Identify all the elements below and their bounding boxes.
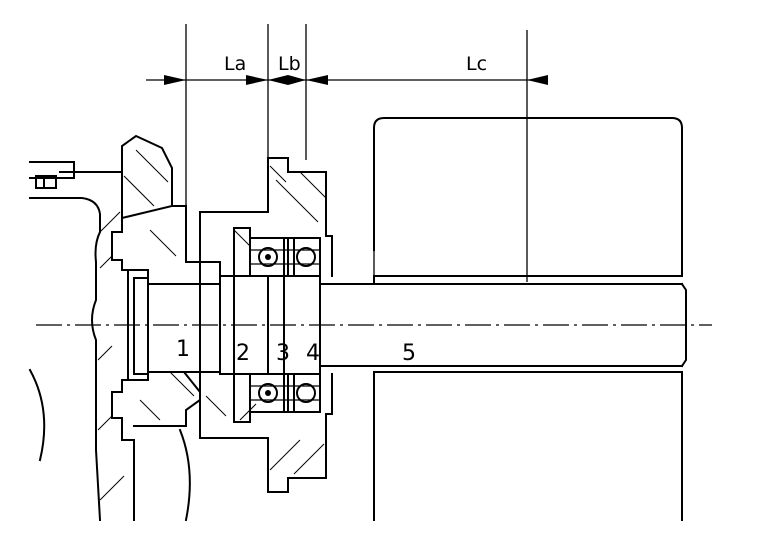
bearing-lower <box>249 373 321 413</box>
dim-arrow-la-left <box>164 75 186 85</box>
dim-label-lc: Lc <box>466 53 487 75</box>
dim-arrow-lc-left <box>306 75 328 85</box>
dim-label-la: La <box>224 53 246 75</box>
left-casing <box>28 134 221 522</box>
dimension-line <box>146 75 548 85</box>
dim-arrow-lb-left <box>268 75 288 85</box>
dim-arrow-la-right <box>246 75 268 85</box>
part-label-1: 1 <box>176 337 190 362</box>
part-label-4: 4 <box>306 341 320 366</box>
part-label-5: 5 <box>402 341 416 366</box>
bearing-upper <box>249 237 321 277</box>
dim-arrow-lc-right <box>527 75 548 85</box>
motor-housing <box>373 117 683 521</box>
dim-label-lb: Lb <box>278 53 301 75</box>
part-label-2: 2 <box>236 341 250 366</box>
dim-arrow-lb-right <box>288 75 306 85</box>
part-label-3: 3 <box>276 341 290 366</box>
